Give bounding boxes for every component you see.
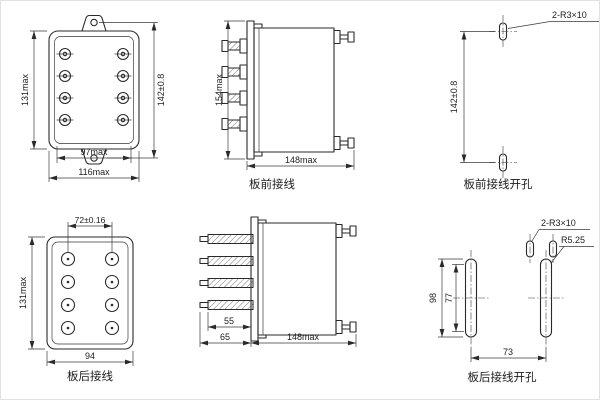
dim-label-98: 98 bbox=[428, 293, 438, 303]
dim-label-73: 73 bbox=[503, 347, 513, 357]
dim-label-148max: 148max bbox=[285, 155, 318, 165]
rear-view: 72±0.16 131max 94 板后接线 bbox=[18, 215, 134, 383]
dim-label-154max: 154max bbox=[214, 73, 224, 106]
terminal bbox=[56, 91, 74, 105]
dim-label-131max-rear: 131max bbox=[18, 276, 28, 309]
front-side-view: 154max 148max 板前接线 bbox=[214, 20, 355, 191]
caption-rear-drill: 板后接线开孔 bbox=[468, 370, 537, 384]
terminal bbox=[114, 113, 132, 127]
solder-pin bbox=[199, 234, 254, 244]
dimension-mount-holes-142: 142±0.8 bbox=[99, 22, 166, 159]
slot-callout: 2-R3×10 bbox=[507, 10, 599, 29]
pin-hole bbox=[60, 297, 76, 313]
caption-rear-wiring: 板后接线 bbox=[67, 369, 113, 383]
terminal bbox=[114, 47, 132, 61]
dim-label-77: 77 bbox=[444, 293, 454, 303]
dimension-inner-width-97: 97max bbox=[56, 146, 132, 163]
mount-ear-top bbox=[81, 14, 107, 32]
dim-label-148max-rear: 148max bbox=[287, 332, 320, 342]
dimension-slot-centers-77: 77 bbox=[444, 264, 464, 332]
dim-label-65: 65 bbox=[220, 332, 230, 342]
dim-label-142-drill: 142±0.8 bbox=[449, 81, 459, 113]
solder-pin bbox=[199, 256, 254, 266]
slot-callout-rear: 2-R3×10 bbox=[531, 218, 590, 242]
terminal bbox=[56, 47, 74, 61]
pin-hole bbox=[104, 320, 120, 336]
mounting-stud bbox=[335, 319, 357, 335]
pin-hole bbox=[60, 274, 76, 290]
mount-hole-top bbox=[90, 18, 98, 27]
rear-side-view: 55 65 148max bbox=[199, 216, 357, 347]
dimension-depth-148: 148max bbox=[246, 150, 355, 170]
radius-note-label: R5.25 bbox=[561, 235, 585, 245]
case-inner-outline bbox=[54, 36, 134, 144]
pin-hole bbox=[60, 320, 76, 336]
solder-pin bbox=[199, 300, 254, 310]
dim-label-116max: 116max bbox=[78, 167, 110, 177]
dimension-width-94: 94 bbox=[46, 351, 134, 366]
dim-label-72: 72±0.16 bbox=[75, 215, 106, 225]
front-view: 131max 142±0.8 97max 116max bbox=[20, 14, 166, 182]
terminal bbox=[56, 69, 74, 83]
mount-flange bbox=[246, 20, 255, 160]
terminal-screw bbox=[221, 64, 248, 80]
dim-label-131max: 131max bbox=[20, 73, 30, 106]
dimension-height-131-rear: 131max bbox=[18, 236, 45, 350]
dimension-slot-length-98: 98 bbox=[428, 258, 463, 338]
dim-label-97max: 97max bbox=[80, 147, 108, 157]
dim-label-55: 55 bbox=[224, 316, 234, 326]
dim-label-94: 94 bbox=[85, 351, 95, 361]
terminal-screw bbox=[221, 90, 248, 106]
dimension-height-154: 154max bbox=[214, 20, 245, 160]
caption-front-drill: 板前接线开孔 bbox=[464, 177, 533, 191]
pin-hole bbox=[60, 251, 76, 267]
radius-callout: R5.25 bbox=[550, 235, 594, 264]
mounting-stud bbox=[333, 135, 355, 151]
front-drill-pattern: 2-R3×10 142±0.8 板前接线开孔 bbox=[449, 10, 599, 191]
case-outline-rear bbox=[46, 236, 134, 350]
pin-hole bbox=[104, 251, 120, 267]
caption-front-wiring: 板前接线 bbox=[249, 177, 295, 191]
terminal-screw bbox=[221, 38, 248, 54]
dimension-pin-span-72: 72±0.16 bbox=[67, 215, 113, 252]
case-body bbox=[253, 27, 335, 153]
dimension-width-116: 116max bbox=[48, 151, 140, 182]
dimension-height-131: 131max bbox=[20, 30, 47, 150]
dim-label-142: 142±0.8 bbox=[156, 74, 166, 106]
terminal bbox=[114, 69, 132, 83]
case-outline bbox=[48, 30, 140, 150]
solder-pin bbox=[199, 278, 254, 288]
dimension-pin-55: 55 bbox=[207, 312, 251, 331]
pin-hole bbox=[104, 274, 120, 290]
slot-note-label-rear: 2-R3×10 bbox=[541, 218, 576, 228]
dimension-depth-148-rear: 148max bbox=[251, 332, 357, 347]
rear-drill-pattern: 2-R3×10 R5.25 98 77 bbox=[428, 218, 594, 384]
pin-hole bbox=[104, 297, 120, 313]
mounting-stud bbox=[333, 29, 355, 45]
terminal bbox=[56, 113, 74, 127]
dimension-slot-span-73: 73 bbox=[470, 347, 547, 362]
slot-note-label: 2-R3×10 bbox=[552, 10, 587, 20]
dimension-hole-span-142: 142±0.8 bbox=[449, 31, 495, 163]
terminal-screw bbox=[221, 116, 248, 132]
case-inner-outline-rear bbox=[51, 241, 129, 345]
terminal bbox=[114, 91, 132, 105]
mounting-stud bbox=[335, 223, 357, 239]
mount-ear-bottom bbox=[81, 148, 107, 165]
case-body-rear bbox=[257, 222, 337, 336]
